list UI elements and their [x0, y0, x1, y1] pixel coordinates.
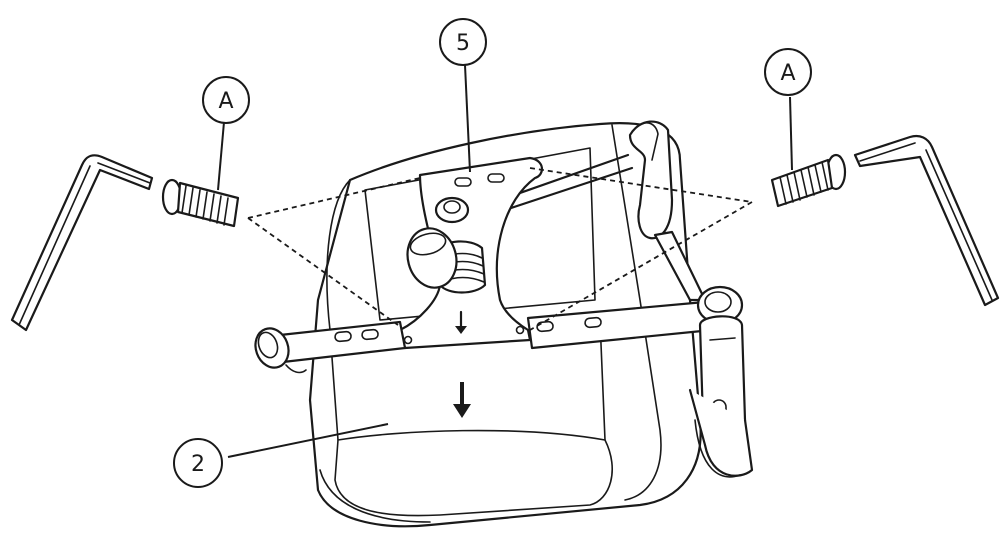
callout-seat-label: 2 [191, 452, 205, 477]
bolt-left [161, 178, 240, 228]
callout-mechanism-label: 5 [456, 31, 470, 56]
callout-mechanism: 5 [439, 18, 487, 66]
tilt-mechanism [398, 156, 543, 350]
callout-bolt-right-label: A [780, 61, 795, 86]
left-arm-bracket [254, 320, 407, 374]
callout-seat: 2 [173, 438, 223, 488]
leader-bolt-right [789, 96, 793, 171]
callout-bolt-left: A [202, 76, 250, 124]
callout-bolt-right: A [764, 48, 812, 96]
hex-key-left [10, 154, 154, 332]
down-arrow [453, 382, 471, 418]
alignment-lines [247, 167, 753, 331]
callout-bolt-left-label: A [218, 89, 233, 114]
leader-seat [227, 423, 389, 458]
bolt-right [770, 153, 847, 208]
hex-key-right [853, 134, 1000, 307]
leader-bolt-left [217, 121, 225, 191]
leader-mechanism [464, 64, 471, 173]
right-arm-bracket [526, 285, 754, 478]
